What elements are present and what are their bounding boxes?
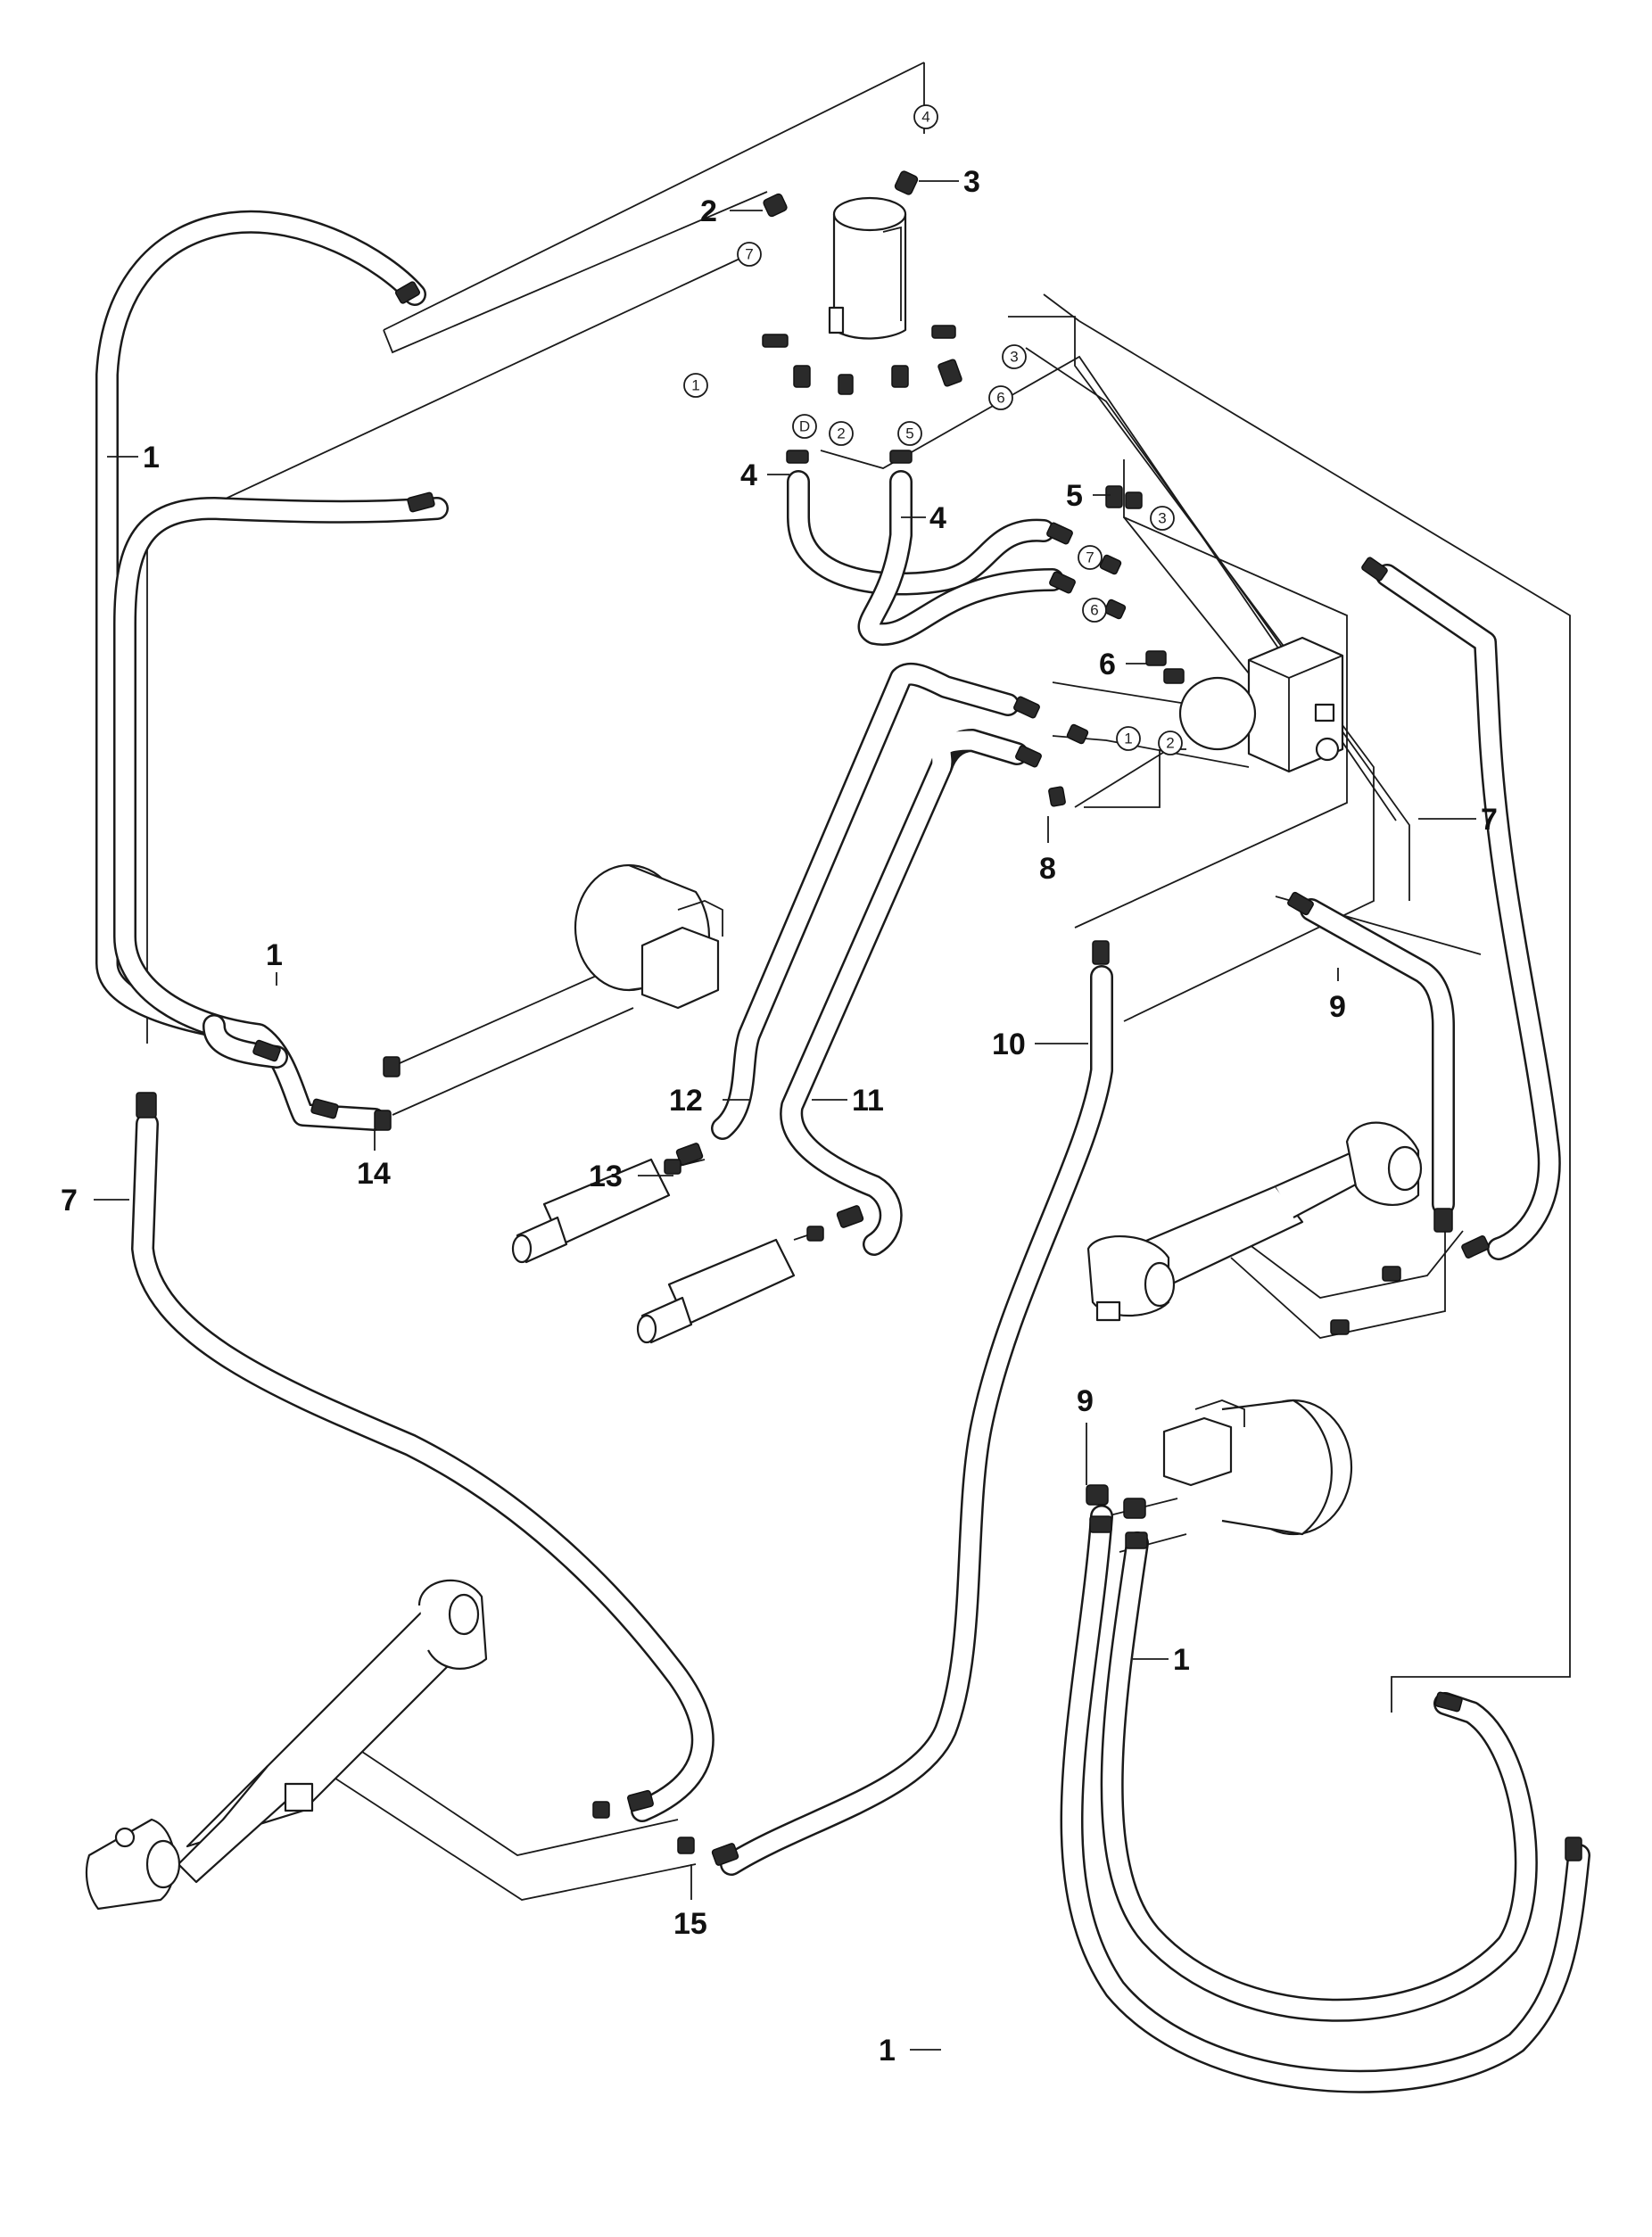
callout-3: 3 xyxy=(963,165,980,199)
svg-text:6: 6 xyxy=(996,390,1004,407)
callout-2: 2 xyxy=(700,194,717,228)
callout-1: 1 xyxy=(1173,1643,1190,1677)
svg-text:1: 1 xyxy=(691,377,699,394)
callout-7: 7 xyxy=(1481,803,1498,837)
callout-15: 15 xyxy=(673,1907,707,1941)
svg-text:1: 1 xyxy=(1124,731,1132,747)
svg-text:7: 7 xyxy=(1086,549,1094,566)
small-cylinder-b xyxy=(636,1238,796,1344)
svg-text:6: 6 xyxy=(1090,602,1098,619)
lift-cylinder-left xyxy=(85,1579,488,1911)
svg-text:4: 4 xyxy=(921,109,929,126)
callout-10: 10 xyxy=(992,1028,1026,1061)
port-ref-3: 3 xyxy=(1150,506,1175,531)
callout-6: 6 xyxy=(1099,648,1116,681)
callout-1: 1 xyxy=(879,2034,896,2068)
svg-text:7: 7 xyxy=(745,246,753,263)
port-ref-D: D xyxy=(792,414,817,439)
svg-text:D: D xyxy=(799,418,810,435)
port-ref-1: 1 xyxy=(1116,726,1141,751)
routing-lines xyxy=(146,62,1571,1901)
svg-text:2: 2 xyxy=(837,425,845,442)
port-ref-4: 4 xyxy=(913,104,938,129)
port-ref-6: 6 xyxy=(988,385,1013,410)
port-ref-5: 5 xyxy=(897,421,922,446)
port-ref-7: 7 xyxy=(1078,545,1103,570)
callout-9: 9 xyxy=(1329,990,1346,1024)
svg-text:5: 5 xyxy=(905,425,913,442)
hoses xyxy=(95,210,1590,2093)
callout-4: 4 xyxy=(740,458,757,492)
callout-1: 1 xyxy=(143,441,160,475)
callout-7: 7 xyxy=(61,1184,78,1218)
drive-motor-left xyxy=(574,863,723,1010)
callouts: 2 3 1 4 4 5 6 7 8 9 10 1 12 11 13 14 7 9… xyxy=(61,165,1498,2068)
lift-cylinder-right xyxy=(1086,1121,1423,1322)
callout-12: 12 xyxy=(669,1084,703,1118)
callout-4: 4 xyxy=(929,501,946,535)
callout-leaders xyxy=(94,180,1476,2051)
callout-5: 5 xyxy=(1066,479,1083,513)
port-references: 4 7 1 3 6 D 2 5 3 7 6 1 2 xyxy=(683,104,1183,755)
svg-text:3: 3 xyxy=(1010,349,1018,366)
callout-14: 14 xyxy=(357,1157,391,1191)
drive-motor-right xyxy=(1162,1399,1353,1536)
port-ref-2: 2 xyxy=(1158,731,1183,755)
callout-1: 1 xyxy=(266,938,283,972)
callout-11: 11 xyxy=(852,1084,884,1118)
port-ref-3: 3 xyxy=(1002,344,1027,369)
port-ref-1: 1 xyxy=(683,373,708,398)
small-cylinder-a xyxy=(511,1158,671,1264)
port-ref-7: 7 xyxy=(737,242,762,267)
pump-motor xyxy=(828,196,907,340)
callout-9: 9 xyxy=(1077,1384,1094,1418)
callout-13: 13 xyxy=(589,1160,623,1193)
svg-text:2: 2 xyxy=(1166,735,1174,752)
valve-block xyxy=(1178,636,1344,773)
port-ref-6: 6 xyxy=(1082,598,1107,623)
fittings xyxy=(136,170,1582,1866)
port-ref-2: 2 xyxy=(829,421,854,446)
svg-text:3: 3 xyxy=(1158,510,1166,527)
callout-8: 8 xyxy=(1039,852,1056,886)
